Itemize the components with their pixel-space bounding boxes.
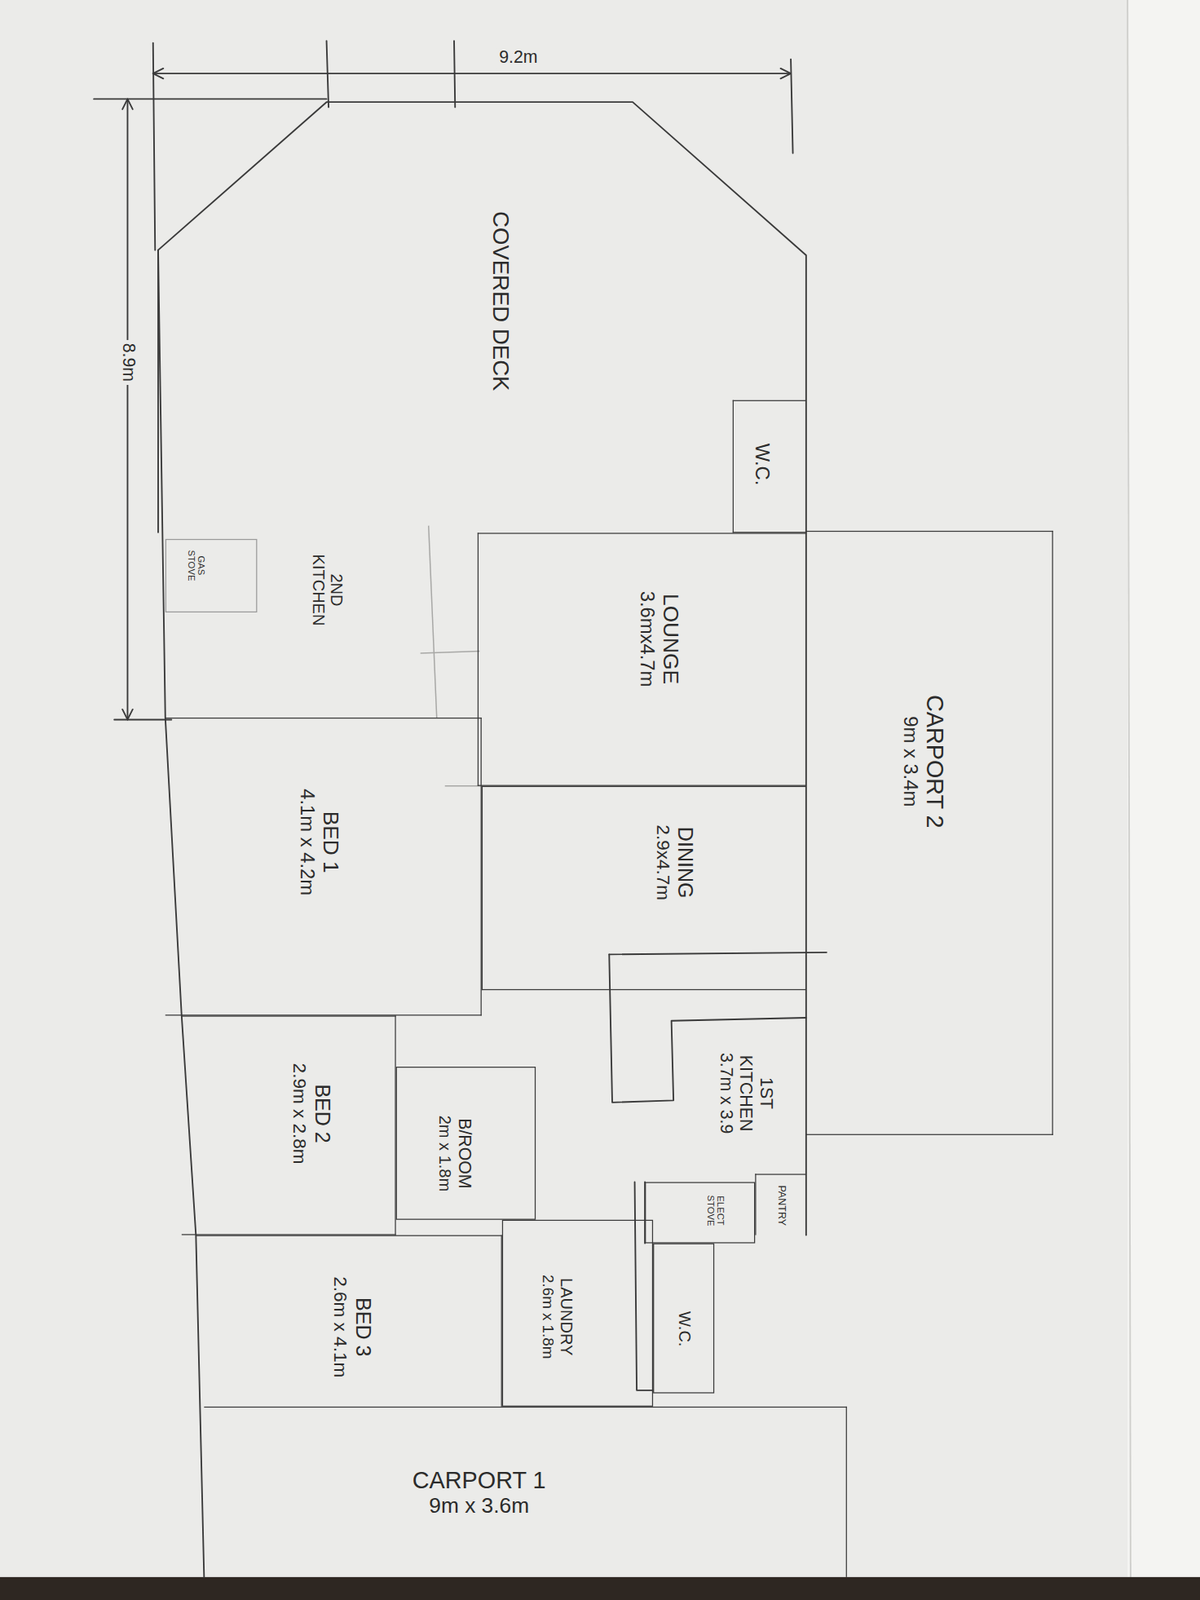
- construction-line: [445, 785, 482, 787]
- room-text: BED 32.6m x 4.1m: [329, 1275, 375, 1377]
- room-size: 2m x 1.8m: [435, 1115, 455, 1192]
- room-text: W.C.: [750, 443, 773, 486]
- extension-line: [93, 98, 327, 720]
- room-name: BED 1: [317, 788, 343, 896]
- room-text: DINING2.9x4.7m: [651, 824, 697, 900]
- stove-box: GAS STOVE: [165, 538, 258, 613]
- construction-line: [420, 651, 481, 654]
- dimension-arrow: [122, 98, 133, 720]
- room-text: CARPORT 29m x 3.4m: [898, 694, 948, 829]
- stove-box: ELECT STOVE: [644, 1181, 755, 1243]
- paper-sheet: [1127, 0, 1200, 1577]
- room-text: LOUNGE3.6mx4.7m: [635, 591, 683, 688]
- room-name: 1ST KITCHEN: [735, 1041, 776, 1143]
- room-name: GAS STOVE: [185, 547, 207, 583]
- deck-area: COVERED DECK: [158, 101, 807, 533]
- room-name: W.C.: [750, 443, 773, 486]
- room-text: CARPORT 19m x 3.6m: [412, 1465, 547, 1518]
- lounge-room: LOUNGE3.6mx4.7m: [477, 532, 807, 786]
- room-name: B/ROOM: [454, 1115, 474, 1192]
- room-text: BED 22.9m x 2.8m: [288, 1062, 334, 1164]
- faint-lines: [420, 525, 482, 786]
- room-text: GAS STOVE: [185, 547, 207, 583]
- room-size: 2.6m x 4.1m: [329, 1275, 351, 1377]
- extension-line: [153, 40, 794, 251]
- wall-line: [608, 952, 827, 955]
- room-size: 2.9x4.7m: [651, 824, 673, 900]
- dimension-label: 9.2m: [495, 48, 541, 68]
- deck-outline: [158, 101, 807, 533]
- dimension-label: 8.9m: [118, 339, 137, 385]
- room-name: PANTRY: [775, 1184, 787, 1226]
- room-size: 3.7m x 3.9: [715, 1041, 736, 1143]
- dimension-line: [153, 72, 791, 75]
- room-text: ELECT STOVE: [704, 1192, 726, 1228]
- room-name: COVERED DECK: [487, 211, 514, 391]
- bedroom: BED 22.9m x 2.8m: [181, 1014, 397, 1235]
- room-name: LAUNDRY: [556, 1273, 576, 1358]
- kitchen-area: 2ND KITCHEN GAS STOVE: [161, 532, 478, 718]
- room-name: LOUNGE: [657, 591, 683, 688]
- room-size: 4.1m x 4.2m: [295, 788, 318, 896]
- room-size: 2.9m x 2.8m: [288, 1062, 310, 1164]
- kitchen-area: 1ST KITCHEN3.7m x 3.9PANTRY: [608, 953, 807, 1235]
- table-surface: [0, 1576, 1200, 1600]
- room-text: 1ST KITCHEN3.7m x 3.9: [715, 1041, 776, 1143]
- room-size: 2.6m x 1.8m: [538, 1273, 557, 1358]
- paper-edge: [1127, 0, 1131, 1577]
- bedroom: BED 32.6m x 4.1m: [195, 1235, 503, 1407]
- room-name: BED 3: [350, 1275, 375, 1377]
- room-size: 9m x 3.6m: [412, 1492, 547, 1518]
- wc-room: W.C.: [732, 400, 807, 534]
- room-name: ELECT STOVE: [704, 1192, 726, 1228]
- room-size: 9m x 3.4m: [898, 694, 921, 829]
- dining-room: DINING2.9x4.7m: [481, 785, 807, 990]
- room-text: BED 14.1m x 4.2m: [295, 788, 343, 896]
- kitchen-counter: [608, 953, 807, 1102]
- construction-line: [428, 525, 437, 718]
- carport-area: CARPORT 29m x 3.4m: [806, 530, 1054, 1135]
- dimension-line: [127, 98, 129, 720]
- room-name: CARPORT 1: [412, 1465, 547, 1493]
- bedroom: BED 14.1m x 4.2m: [165, 717, 482, 1015]
- pencil-lines: [93, 40, 827, 1577]
- room-text: COVERED DECK: [487, 211, 514, 391]
- deck-outline: [158, 101, 807, 533]
- room-size: 3.6mx4.7m: [635, 591, 658, 688]
- room-text: PANTRY: [775, 1184, 787, 1226]
- room-text: B/ROOM2m x 1.8m: [435, 1115, 474, 1192]
- bathroom: B/ROOM2m x 1.8m: [396, 1066, 536, 1220]
- dimension-arrow: [153, 68, 791, 80]
- room-name: 2ND KITCHEN: [308, 548, 346, 631]
- wc-room: W.C.: [652, 1243, 715, 1394]
- wall-line: [635, 1181, 654, 1390]
- room-name: BED 2: [309, 1062, 334, 1164]
- room-name: DINING: [672, 824, 697, 900]
- room-name: CARPORT 2: [920, 694, 948, 829]
- room-name: W.C.: [674, 1310, 693, 1346]
- room-text: LAUNDRY2.6m x 1.8m: [538, 1273, 576, 1358]
- laundry-room: LAUNDRY2.6m x 1.8m: [502, 1219, 653, 1407]
- room-text: W.C.: [674, 1310, 693, 1346]
- carport-area: CARPORT 19m x 3.6m: [203, 1406, 848, 1577]
- room-text: 2ND KITCHEN: [308, 548, 346, 631]
- pantry-box: PANTRY: [754, 1173, 807, 1235]
